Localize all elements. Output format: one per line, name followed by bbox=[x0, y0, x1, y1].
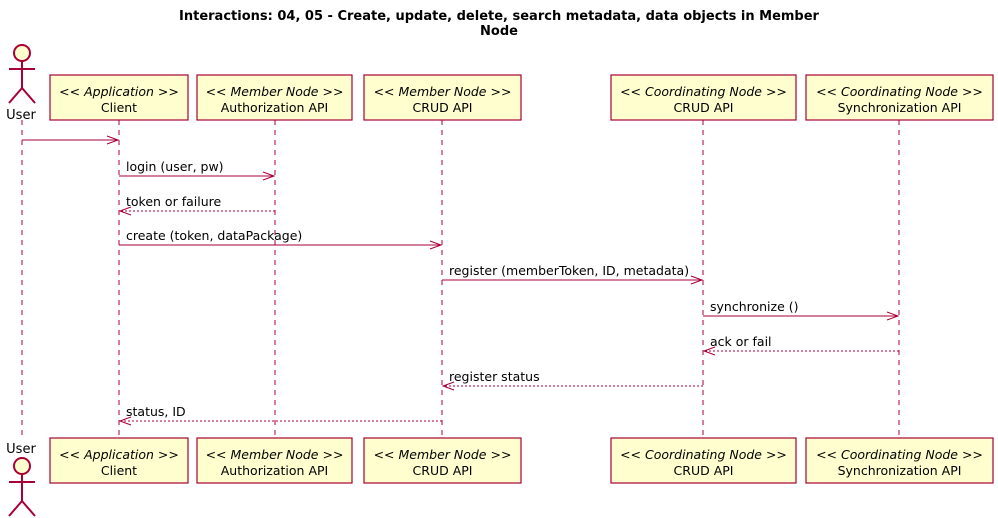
participant-box bbox=[363, 437, 522, 484]
diagram-title-line-1: Interactions: 04, 05 - Create, update, d… bbox=[179, 9, 820, 24]
arrowhead-icon bbox=[886, 311, 900, 321]
arrowhead-icon bbox=[262, 171, 276, 181]
participant-client-top: << Application >>Client bbox=[49, 74, 189, 121]
arrowhead-icon bbox=[441, 381, 455, 391]
participant-name: Synchronization API bbox=[838, 463, 962, 478]
message-3: token or failure bbox=[118, 194, 275, 216]
participant-stereotype: << Application >> bbox=[59, 447, 179, 462]
actor-body bbox=[8, 474, 36, 517]
actor-user-bottom: User bbox=[6, 442, 36, 517]
message-9: status, ID bbox=[118, 404, 442, 426]
participant-box bbox=[196, 74, 353, 121]
participant-box bbox=[196, 437, 353, 484]
participant-name: CRUD API bbox=[413, 463, 473, 478]
message-4: create (token, dataPackage) bbox=[119, 228, 443, 250]
actor-head bbox=[13, 457, 31, 475]
participant-stereotype: << Coordinating Node >> bbox=[816, 447, 983, 462]
participant-stereotype: << Member Node >> bbox=[374, 84, 512, 99]
lifelines bbox=[21, 120, 900, 438]
participant-stereotype: << Member Node >> bbox=[206, 447, 344, 462]
participant-stereotype: << Application >> bbox=[59, 84, 179, 99]
message-7: ack or fail bbox=[702, 334, 899, 356]
participant-stereotype: << Coordinating Node >> bbox=[816, 84, 983, 99]
participant-cn-sync-bottom: << Coordinating Node >>Synchronization A… bbox=[805, 437, 994, 484]
message-label: ack or fail bbox=[710, 334, 772, 349]
participant-client-bottom: << Application >>Client bbox=[49, 437, 189, 484]
message-label: status, ID bbox=[126, 404, 186, 419]
messages: login (user, pw) token or failure create (… bbox=[22, 135, 900, 426]
participant-stereotype: << Member Node >> bbox=[206, 84, 344, 99]
message-label: register status bbox=[449, 369, 540, 384]
message-1 bbox=[22, 135, 120, 145]
participants: << Application >>Client<< Application >>… bbox=[6, 44, 994, 517]
participant-name: Synchronization API bbox=[838, 100, 962, 115]
participant-box bbox=[805, 437, 994, 484]
participant-mn-crud-top: << Member Node >>CRUD API bbox=[363, 74, 522, 121]
participant-name: CRUD API bbox=[413, 100, 473, 115]
participant-box bbox=[363, 74, 522, 121]
participant-box bbox=[610, 437, 797, 484]
arrowhead-icon bbox=[429, 240, 443, 250]
arrowhead-icon bbox=[106, 135, 120, 145]
actor-head bbox=[13, 44, 31, 62]
actor-body bbox=[8, 61, 36, 104]
message-6: synchronize () bbox=[703, 299, 900, 321]
message-2: login (user, pw) bbox=[119, 159, 276, 181]
participant-stereotype: << Coordinating Node >> bbox=[620, 447, 787, 462]
arrowhead-icon bbox=[118, 206, 132, 216]
message-label: token or failure bbox=[126, 194, 221, 209]
actor-user-top: User bbox=[6, 44, 36, 123]
participant-stereotype: << Coordinating Node >> bbox=[620, 84, 787, 99]
participant-box bbox=[49, 437, 189, 484]
arrowhead-icon bbox=[702, 346, 716, 356]
participant-mn-auth-bottom: << Member Node >>Authorization API bbox=[196, 437, 353, 484]
message-8: register status bbox=[441, 369, 703, 391]
participant-box bbox=[805, 74, 994, 121]
participant-box bbox=[610, 74, 797, 121]
actor-label: User bbox=[6, 108, 36, 123]
participant-name: Authorization API bbox=[221, 100, 328, 115]
participant-cn-sync-top: << Coordinating Node >>Synchronization A… bbox=[805, 74, 994, 121]
actor-label: User bbox=[6, 442, 36, 457]
participant-name: CRUD API bbox=[674, 463, 734, 478]
message-label: login (user, pw) bbox=[126, 159, 224, 174]
participant-name: Client bbox=[101, 463, 137, 478]
participant-cn-crud-top: << Coordinating Node >>CRUD API bbox=[610, 74, 797, 121]
diagram-title-line-2: Node bbox=[480, 24, 518, 39]
participant-cn-crud-bottom: << Coordinating Node >>CRUD API bbox=[610, 437, 797, 484]
participant-name: CRUD API bbox=[674, 100, 734, 115]
participant-box bbox=[49, 74, 189, 121]
message-label: synchronize () bbox=[710, 299, 799, 314]
participant-name: Authorization API bbox=[221, 463, 328, 478]
participant-name: Client bbox=[101, 100, 137, 115]
message-label: create (token, dataPackage) bbox=[126, 228, 302, 243]
participant-mn-auth-top: << Member Node >>Authorization API bbox=[196, 74, 353, 121]
message-5: register (memberToken, ID, metadata) bbox=[442, 263, 704, 285]
arrowhead-icon bbox=[118, 416, 132, 426]
message-label: register (memberToken, ID, metadata) bbox=[449, 263, 689, 278]
participant-stereotype: << Member Node >> bbox=[374, 447, 512, 462]
arrowhead-icon bbox=[690, 275, 704, 285]
participant-mn-crud-bottom: << Member Node >>CRUD API bbox=[363, 437, 522, 484]
